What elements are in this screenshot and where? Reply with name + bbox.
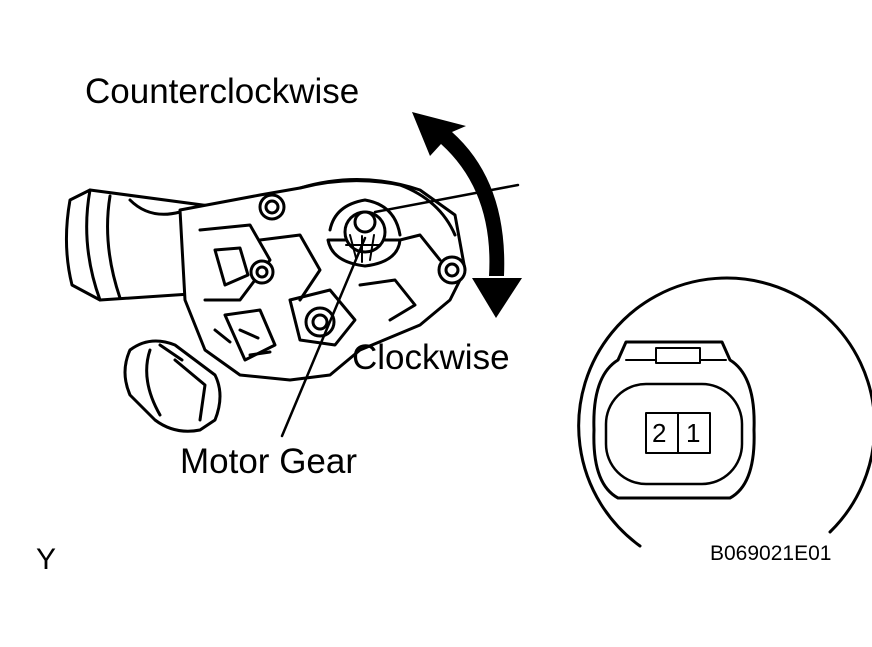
- connector-detail-view: [577, 276, 872, 548]
- corner-mark-label: Y: [36, 543, 57, 576]
- leader-lines: [280, 183, 520, 438]
- clockwise-label: Clockwise: [352, 338, 510, 377]
- motor-connector-plug: [123, 339, 222, 433]
- counterclockwise-label: Counterclockwise: [85, 72, 360, 111]
- rotation-arrow-icon: [412, 112, 522, 318]
- connector-pin-1: 1: [686, 418, 701, 448]
- motor-gear-label: Motor Gear: [180, 442, 357, 481]
- connector-pin-2: 2: [652, 418, 667, 448]
- motor-gear: [326, 198, 402, 268]
- figure-id-label: B069021E01: [710, 542, 832, 565]
